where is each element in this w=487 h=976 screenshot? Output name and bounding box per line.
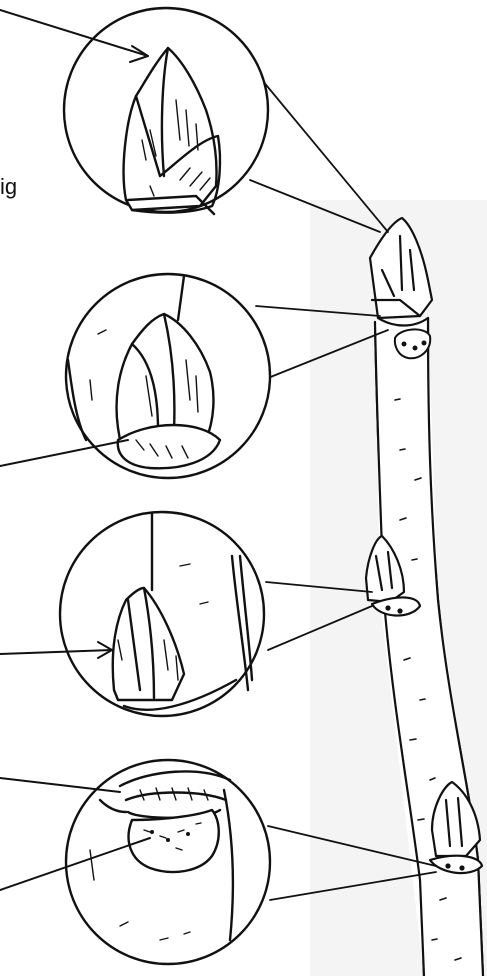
callout-circle-leaf-scar [66,760,270,964]
callout-circle-lateral-bud [60,512,264,716]
callout-circle-bud-scale-scar [66,274,270,478]
